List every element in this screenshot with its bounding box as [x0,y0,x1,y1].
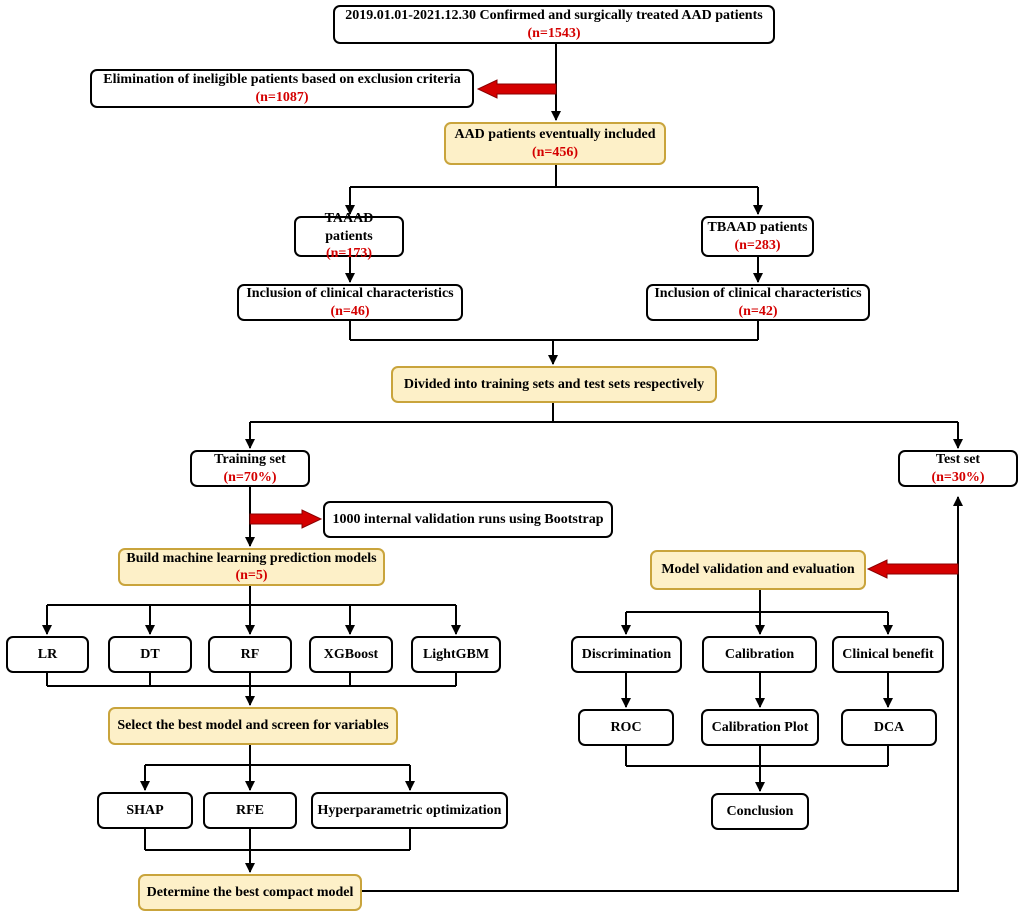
node-label: TBAAD patients [707,220,808,235]
discrimination-box: Discrimination [571,636,682,673]
node-count: (n=30%) [931,469,985,485]
node-label: Clinical benefit [842,646,934,662]
node-label: Inclusion of clinical characteristics [246,286,454,301]
clinical-benefit-box: Clinical benefit [832,636,944,673]
node-label: RF [240,646,260,662]
select-best-model-box: Select the best model and screen for var… [108,707,398,745]
node-label: 1000 internal validation runs using Boot… [332,511,604,527]
node-label: LR [37,646,58,662]
clinical-characteristics-left-box: Inclusion of clinical characteristics (n… [237,284,463,321]
training-set-box: Training set (n=70%) [190,450,310,487]
node-label: ROC [610,719,642,735]
rfe-box: RFE [203,792,297,829]
model-lr-box: LR [6,636,89,673]
red-arrow-validation [866,559,959,579]
test-set-box: Test set (n=30%) [898,450,1018,487]
node-label: Hyperparametric optimization [317,802,502,818]
node-label: TAAAD patients [324,211,374,244]
node-count: (n=46) [330,303,370,319]
node-label: Test set [935,452,981,467]
node-label: DT [140,646,160,662]
included-patients-box: AAD patients eventually included (n=456) [444,122,666,165]
build-models-box: Build machine learning prediction models… [118,548,385,586]
conclusion-box: Conclusion [711,793,809,830]
connector [362,496,963,892]
node-label: Calibration Plot [711,719,809,735]
taaad-patients-box: TAAAD patients (n=173) [294,211,404,261]
model-xgboost-box: XGBoost [309,636,393,673]
confirmed-patients-box: 2019.01.01-2021.12.30 Confirmed and surg… [333,5,775,44]
node-label: Training set [214,452,286,467]
node-label: 2019.01.01-2021.12.30 Confirmed and surg… [345,8,763,23]
node-label: Inclusion of clinical characteristics [654,286,862,301]
node-count: (n=1543) [527,25,581,41]
node-label: XGBoost [323,646,379,662]
node-label: Model validation and evaluation [661,562,855,578]
validation-evaluation-box: Model validation and evaluation [650,550,866,590]
red-arrow-exclusion [476,79,557,99]
roc-box: ROC [578,709,674,746]
hyperparametric-box: Hyperparametric optimization [311,792,508,829]
shap-box: SHAP [97,792,193,829]
node-count: (n=173) [325,246,373,262]
model-dt-box: DT [108,636,192,673]
node-label: RFE [236,802,264,818]
node-label: Elimination of ineligible patients based… [103,72,461,87]
node-label: Build machine learning prediction models [126,550,377,566]
calibration-plot-box: Calibration Plot [701,709,819,746]
node-label: AAD patients eventually included [454,127,656,142]
node-label: Determine the best compact model [146,884,354,900]
model-rf-box: RF [208,636,292,673]
node-count: (n=1087) [255,89,309,105]
red-arrow-bootstrap [249,509,323,529]
eliminated-patients-box: Elimination of ineligible patients based… [90,69,474,108]
best-compact-model-box: Determine the best compact model [138,874,362,911]
node-label: Calibration [724,646,795,662]
node-count: (n=42) [738,303,778,319]
node-count: (n=456) [531,144,579,160]
node-label: LightGBM [422,646,490,662]
divided-sets-box: Divided into training sets and test sets… [391,366,717,403]
node-label: Discrimination [581,646,672,662]
node-label: SHAP [126,802,164,818]
node-label: Conclusion [726,803,794,819]
node-label: DCA [873,719,905,735]
clinical-characteristics-right-box: Inclusion of clinical characteristics (n… [646,284,870,321]
node-count: (n=283) [734,237,781,253]
node-count: (n=70%) [223,469,277,485]
tbaad-patients-box: TBAAD patients (n=283) [701,216,814,257]
node-count: (n=5) [235,568,268,583]
node-label: Divided into training sets and test sets… [403,376,705,392]
model-lightgbm-box: LightGBM [411,636,501,673]
bootstrap-box: 1000 internal validation runs using Boot… [323,501,613,538]
node-label: Select the best model and screen for var… [117,718,389,734]
calibration-box: Calibration [702,636,817,673]
dca-box: DCA [841,709,937,746]
